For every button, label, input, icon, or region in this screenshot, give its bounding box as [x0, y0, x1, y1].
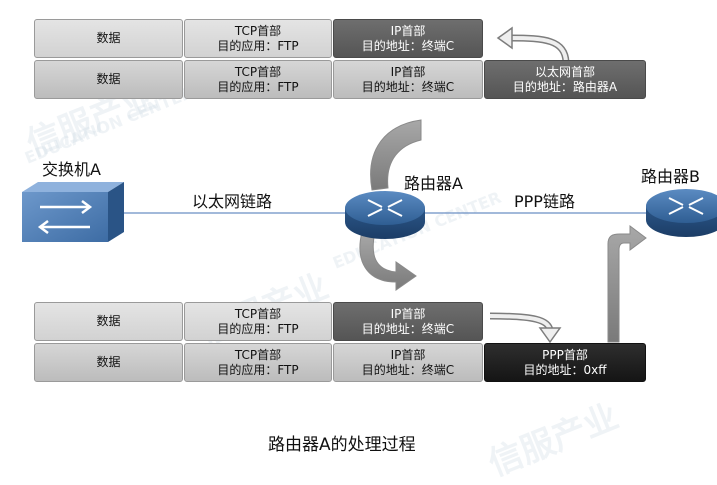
cell-text: 数据 — [96, 314, 121, 328]
diagram-graphics — [22, 26, 717, 344]
router-a-label: 路由器A — [404, 174, 463, 193]
cell-text: 目的应用：FTP — [217, 79, 299, 94]
cell-text: TCP首部 — [234, 23, 282, 38]
ethernet-link-label: 以太网链路 — [192, 192, 273, 211]
cell-text: 数据 — [96, 72, 121, 86]
cell-text: 目的应用：FTP — [217, 321, 299, 336]
cell-text: 以太网首部 — [534, 64, 595, 79]
packet-bottom-row1-ip: IP首部 目的地址：终端C — [333, 302, 483, 341]
cell-text: IP首部 — [390, 64, 426, 79]
cell-text: 目的地址：终端C — [361, 321, 455, 336]
packet-top-row1-data: 数据 — [34, 19, 183, 58]
packet-bottom-row2-ip: IP首部 目的地址：终端C — [333, 343, 483, 382]
packet-bottom-row2-data: 数据 — [34, 343, 183, 382]
cell-text: 目的地址：终端C — [361, 38, 455, 53]
switch-icon — [22, 182, 124, 242]
cell-text: 数据 — [96, 355, 121, 369]
cell-text: TCP首部 — [234, 306, 282, 321]
cell-text: 目的地址：终端C — [361, 79, 455, 94]
packet-top-row2-eth: 以太网首部 目的地址：路由器A — [484, 60, 646, 99]
cell-text: TCP首部 — [234, 347, 282, 362]
cell-text: IP首部 — [390, 347, 426, 362]
router-upper-arrow — [370, 119, 422, 191]
cell-text: IP首部 — [390, 306, 426, 321]
router-b-icon — [646, 189, 717, 237]
cell-text: PPP首部 — [542, 347, 588, 362]
cell-text: TCP首部 — [234, 64, 282, 79]
packet-bottom-row1-data: 数据 — [34, 302, 183, 341]
packet-top-row2-data: 数据 — [34, 60, 183, 99]
packet-top-row2-ip: IP首部 目的地址：终端C — [333, 60, 483, 99]
top-curved-arrow — [509, 34, 570, 63]
cell-text: 目的地址：路由器A — [512, 79, 618, 94]
packet-top-row1-ip: IP首部 目的地址：终端C — [333, 19, 483, 58]
packet-top-row2-tcp: TCP首部 目的应用：FTP — [184, 60, 332, 99]
ppp-link-label: PPP链路 — [514, 192, 575, 211]
router-b-label: 路由器B — [641, 167, 700, 186]
cell-text: 目的地址：终端C — [361, 362, 455, 377]
cell-text: 数据 — [96, 31, 121, 45]
packet-top-row1-tcp: TCP首部 目的应用：FTP — [184, 19, 332, 58]
cell-text: 目的地址：0xff — [523, 362, 607, 377]
switch-a-label: 交换机A — [42, 160, 101, 179]
router-a-icon — [345, 191, 425, 239]
cell-text: IP首部 — [390, 23, 426, 38]
packet-bottom-row2-tcp: TCP首部 目的应用：FTP — [184, 343, 332, 382]
ppp-to-router-b-arrow — [607, 225, 647, 343]
router-lower-arrow — [359, 231, 417, 291]
packet-bottom-row1-tcp: TCP首部 目的应用：FTP — [184, 302, 332, 341]
packet-bottom-row2-ppp: PPP首部 目的地址：0xff — [484, 343, 646, 382]
diagram-caption: 路由器A的处理过程 — [268, 435, 416, 455]
cell-text: 目的应用：FTP — [217, 38, 299, 53]
cell-text: 目的应用：FTP — [217, 362, 299, 377]
